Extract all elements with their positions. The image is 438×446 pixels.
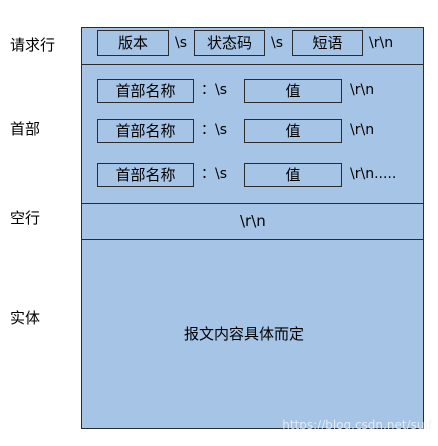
crlf-request-line: \r\n (369, 35, 394, 51)
phrase-field: 短语 (292, 30, 363, 56)
label-headers: 首部 (10, 120, 41, 138)
colon-separator: ：\s (201, 166, 228, 182)
header-name-field: 首部名称 (97, 79, 194, 103)
label-blank-line: 空行 (10, 209, 41, 227)
crlf-header-line: \r\n (350, 122, 375, 138)
header-name-field: 首部名称 (97, 163, 194, 187)
space-separator-1: \s (175, 35, 188, 51)
label-request-line: 请求行 (10, 36, 56, 54)
divider-blank-line (81, 239, 424, 240)
header-value-field: 值 (244, 119, 342, 143)
colon-separator: ：\s (201, 122, 228, 138)
header-value-field: 值 (244, 79, 342, 103)
divider-headers (81, 203, 424, 204)
status-code-field: 状态码 (194, 30, 265, 56)
body-description: 报文内容具体而定 (184, 325, 305, 343)
message-frame (81, 27, 424, 429)
header-name-field: 首部名称 (97, 119, 194, 143)
header-value-field: 值 (244, 163, 342, 187)
crlf-header-line: \r\n..... (350, 166, 397, 182)
divider-request-line (81, 64, 424, 65)
version-field: 版本 (97, 30, 169, 56)
colon-separator: ：\s (201, 82, 228, 98)
blank-line-crlf: \r\n (240, 212, 266, 230)
label-body: 实体 (10, 309, 41, 327)
crlf-header-line: \r\n (350, 82, 375, 98)
watermark: https://blog.csdn.net/suif (282, 418, 432, 432)
space-separator-2: \s (271, 35, 284, 51)
